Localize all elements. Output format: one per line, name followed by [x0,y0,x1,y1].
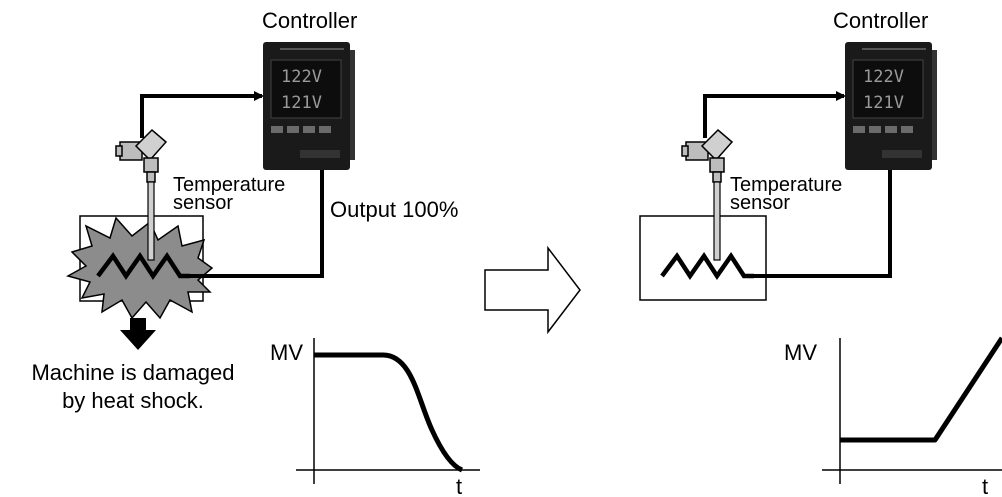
left-panel: Controller 122V 121V Temperature senso [31,8,480,497]
arrow-right-icon [484,245,581,335]
right-sensor-label-line1: Temperature [730,174,842,196]
right-panel: Controller 122V 121V Temperature sensor [639,8,1002,497]
left-heat-shock-burst-icon [66,216,214,320]
left-graph-curve [314,352,464,473]
right-mv-graph: MV t [784,336,1002,497]
left-graph-y-label: MV [270,340,303,365]
left-controller-display-top: 122V [281,67,322,87]
left-output-wire [190,170,324,278]
left-controller-display-bottom: 121V [281,93,322,113]
left-sensor-label-line2: sensor [173,192,233,214]
left-sensor-head-icon [115,128,168,183]
right-graph-curve [840,336,1002,443]
left-heater-coil-icon [96,251,190,281]
right-controller-label: Controller [833,8,928,33]
left-damage-arrow-icon [120,318,156,350]
left-damage-label-line2: by heat shock. [62,388,204,413]
right-signal-wire [703,91,846,138]
right-sensor-head-icon [681,128,734,183]
right-controller-device: 122V 121V [845,42,937,170]
right-output-wire [754,170,892,278]
left-graph-x-label: t [456,474,462,497]
right-controller-display-top: 122V [863,67,904,87]
left-mv-graph: MV t [270,338,480,497]
right-graph-y-label: MV [784,340,817,365]
right-sensor-probe [713,181,721,261]
left-sensor-probe [147,181,155,261]
right-graph-x-label: t [982,474,988,497]
right-heater-coil-icon [660,251,754,281]
right-controller-display-bottom: 121V [863,93,904,113]
left-sensor-label-line1: Temperature [173,174,285,196]
right-sensor-label-line2: sensor [730,192,790,214]
left-controller-label: Controller [262,8,357,33]
left-controller-device: 122V 121V [263,42,355,170]
left-damage-label-line1: Machine is damaged [31,360,234,385]
left-output-label: Output 100% [330,197,458,222]
left-signal-wire [140,91,264,138]
